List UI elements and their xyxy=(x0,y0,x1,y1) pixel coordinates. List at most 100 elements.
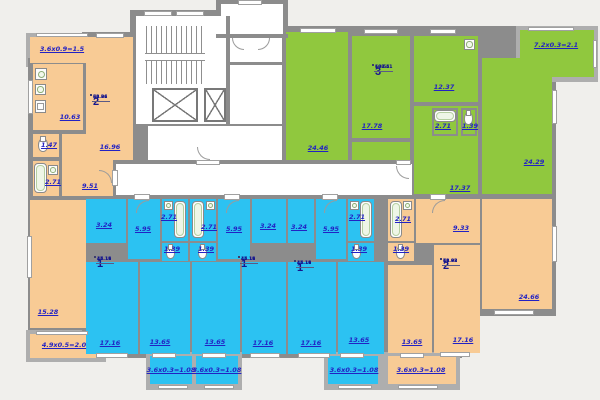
living-17-16-c[interactable] xyxy=(288,262,336,354)
balcony-c[interactable] xyxy=(328,356,378,384)
balcony-door xyxy=(152,353,176,358)
tub-icon xyxy=(192,201,204,238)
room-area-label: 1.39 xyxy=(461,122,479,130)
window xyxy=(204,385,234,389)
washer-icon xyxy=(206,201,215,210)
window xyxy=(144,11,172,16)
stairwell[interactable] xyxy=(145,26,205,84)
apartment-rooms-count: 1 xyxy=(241,258,248,270)
room-area-label: 12.37 xyxy=(433,83,455,91)
window xyxy=(36,33,88,37)
room-area-label: 2.71 xyxy=(44,178,62,186)
window xyxy=(398,385,438,389)
room-area-label: 13.65 xyxy=(348,336,370,344)
room-area-label: 13.65 xyxy=(204,338,226,346)
window xyxy=(300,28,336,33)
stove-icon xyxy=(35,100,46,113)
area-value: 44.11 xyxy=(296,261,314,268)
room-area-label: 2.71 xyxy=(394,215,412,223)
hall-strip-green[interactable] xyxy=(352,142,410,160)
hall-9-33[interactable] xyxy=(416,199,480,243)
room-17-16-2r[interactable] xyxy=(434,245,480,353)
core-partition-h xyxy=(228,62,282,65)
kitchen-13-65-c[interactable] xyxy=(338,262,384,354)
washer-icon xyxy=(350,201,359,210)
tub-icon xyxy=(34,163,47,193)
room-area-label: 13.65 xyxy=(149,338,171,346)
window xyxy=(440,352,470,357)
door-opening xyxy=(196,160,220,165)
room-15-28[interactable] xyxy=(30,200,86,328)
balcony-b[interactable] xyxy=(196,356,238,384)
room-area-label: 15.28 xyxy=(37,308,59,316)
elevator-shaft-large[interactable] xyxy=(152,88,198,122)
hall-9-51[interactable] xyxy=(62,134,113,196)
room-area-label: 2.71 xyxy=(434,122,452,130)
room-area-label: 2.71 xyxy=(200,223,218,231)
balcony-door xyxy=(202,353,226,358)
window xyxy=(28,80,33,114)
elevator-shaft-small[interactable] xyxy=(204,88,226,122)
room-area-label: 3.6х0.3=1.08 xyxy=(146,366,196,374)
kitchen-13-65-b[interactable] xyxy=(192,262,240,354)
room-area-label: 17.37 xyxy=(449,184,471,192)
elevator-lobby xyxy=(148,126,282,160)
room-area-label: 9.51 xyxy=(81,182,99,190)
room-area-label: 1.39 xyxy=(350,245,368,253)
room-24-46[interactable] xyxy=(286,32,348,160)
closet-3-24-a[interactable] xyxy=(86,199,126,243)
closet-3-24-b[interactable] xyxy=(252,199,286,243)
living-17-16-b[interactable] xyxy=(242,262,286,354)
washer-icon xyxy=(403,201,412,210)
window xyxy=(176,11,204,16)
door-swing xyxy=(324,200,337,213)
sink-icon xyxy=(464,39,475,50)
room-24-66[interactable] xyxy=(482,199,552,309)
window xyxy=(96,33,124,38)
balcony-2r[interactable] xyxy=(388,356,456,384)
kitchen-13-65-a[interactable] xyxy=(140,262,190,354)
washer-icon xyxy=(48,165,58,175)
washer-icon xyxy=(35,84,46,95)
room-area-label: 17.16 xyxy=(300,339,322,347)
closet-3-24-c[interactable] xyxy=(288,199,314,243)
apartment-rooms-count: 2 xyxy=(93,96,100,108)
room-area-label: 7.2х0.3=2.1 xyxy=(533,41,579,49)
area-value: 64.06 xyxy=(93,95,108,100)
room-area-label: 9.33 xyxy=(452,224,470,232)
room-area-label: 3.6х0.3=1.08 xyxy=(396,366,446,374)
apartment-rooms-count: 3 xyxy=(375,66,382,78)
balcony-a[interactable] xyxy=(150,356,192,384)
balcony-top-left[interactable] xyxy=(30,37,95,63)
room-area-label: 13.65 xyxy=(401,338,423,346)
room-24-29[interactable] xyxy=(482,58,552,194)
room-17-78[interactable] xyxy=(352,36,410,138)
door-swing xyxy=(432,200,445,213)
window xyxy=(552,90,557,124)
room-area-label: 3.24 xyxy=(290,223,308,231)
door-opening xyxy=(322,194,338,200)
door-swing xyxy=(226,200,239,213)
living-17-16-a[interactable] xyxy=(86,262,138,354)
area-value: 44.11 xyxy=(96,257,114,264)
window xyxy=(494,310,534,315)
room-area-label: 24.46 xyxy=(307,144,329,152)
tub-icon xyxy=(174,201,186,238)
area-value: 45.19 xyxy=(241,257,256,262)
room-area-label: 5.95 xyxy=(322,225,340,233)
toilet-icon xyxy=(352,244,361,259)
area-value: 102.51 xyxy=(375,65,393,70)
area-value: 68.93 xyxy=(442,259,460,266)
room-area-label: 24.29 xyxy=(523,158,545,166)
window xyxy=(298,353,330,358)
tub-icon xyxy=(360,201,372,238)
core-partition-v xyxy=(226,16,230,126)
room-area-label: 2.71 xyxy=(160,213,178,221)
kitchen-13-65-2r[interactable] xyxy=(388,265,432,353)
